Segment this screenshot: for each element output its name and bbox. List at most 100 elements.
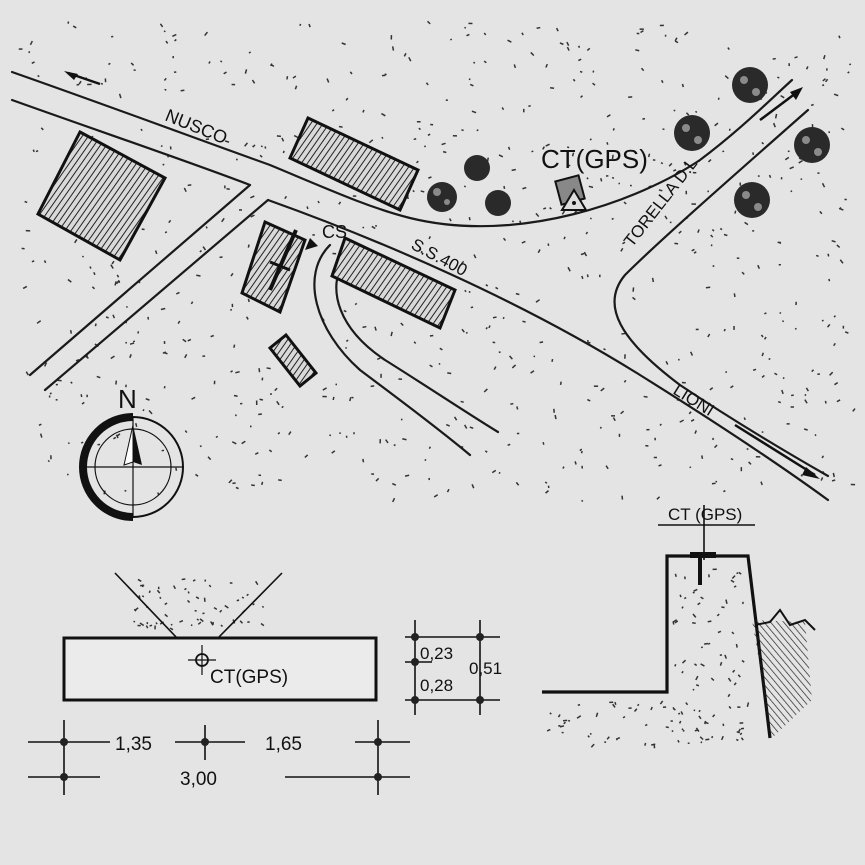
speckle	[351, 396, 354, 399]
speckle	[695, 110, 698, 114]
speckle	[97, 443, 101, 446]
speckle	[603, 348, 606, 351]
speckle	[345, 339, 349, 342]
speckle	[530, 51, 535, 57]
speckle	[329, 434, 332, 437]
speckle	[239, 620, 244, 624]
speckle	[674, 37, 678, 42]
speckle	[252, 603, 255, 606]
speckle	[471, 110, 477, 114]
speckle	[184, 430, 188, 433]
speckle	[418, 248, 422, 251]
speckle	[221, 217, 225, 223]
speckle	[707, 159, 712, 163]
speckle	[761, 431, 764, 433]
speckle	[523, 108, 525, 113]
dim-1-35: 1,35	[115, 734, 152, 755]
speckle	[760, 481, 763, 486]
speckle	[498, 351, 501, 354]
speckle	[545, 143, 550, 147]
speckle	[160, 145, 163, 148]
speckle	[546, 728, 551, 732]
speckle	[695, 328, 699, 331]
speckle	[746, 447, 749, 451]
speckle	[681, 83, 685, 88]
speckle	[187, 591, 190, 594]
speckle	[519, 220, 522, 224]
speckle	[779, 311, 782, 314]
speckle	[665, 726, 669, 729]
speckle	[312, 234, 315, 236]
speckle	[142, 408, 145, 412]
speckle	[113, 436, 117, 440]
speckle	[555, 27, 559, 32]
speckle	[690, 351, 694, 356]
speckle	[723, 328, 726, 332]
speckle	[722, 150, 725, 153]
speckle	[470, 306, 474, 309]
speckle	[202, 246, 207, 251]
speckle	[692, 688, 695, 691]
speckle	[561, 210, 566, 215]
speckle	[692, 171, 697, 174]
speckle	[352, 195, 357, 197]
speckle	[67, 278, 72, 283]
speckle	[464, 26, 467, 29]
speckle	[824, 400, 827, 404]
speckle	[561, 731, 564, 734]
speckle	[72, 25, 77, 29]
speckle	[642, 117, 646, 120]
speckle	[202, 355, 206, 358]
speckle	[673, 169, 677, 172]
speckle	[423, 145, 427, 148]
speckle	[137, 578, 142, 582]
speckle	[139, 622, 145, 627]
speckle	[261, 377, 264, 381]
speckle	[733, 326, 735, 330]
speckle	[772, 57, 776, 60]
speckle	[76, 83, 80, 86]
tree-icon	[734, 182, 770, 218]
speckle	[653, 456, 657, 459]
speckle	[687, 742, 690, 745]
speckle	[828, 131, 830, 134]
speckle	[719, 661, 723, 666]
speckle	[341, 42, 346, 46]
speckle	[230, 308, 232, 311]
speckle	[674, 620, 679, 624]
speckle	[471, 484, 475, 489]
speckle	[184, 353, 188, 359]
speckle	[682, 729, 685, 732]
speckle	[757, 264, 761, 269]
road-southwest-edge-a	[28, 183, 252, 377]
speckle	[586, 47, 591, 52]
speckle	[390, 35, 393, 40]
speckle	[235, 158, 238, 161]
speckle	[695, 727, 700, 732]
speckle	[248, 51, 252, 54]
speckle	[583, 251, 588, 257]
speckle	[589, 732, 592, 735]
speckle	[468, 290, 471, 293]
speckle	[774, 372, 778, 376]
speckle	[180, 89, 185, 92]
speckle	[683, 596, 687, 600]
speckle	[790, 406, 794, 408]
speckle	[834, 382, 839, 386]
speckle	[224, 185, 226, 189]
speckle	[391, 46, 395, 51]
speckle	[737, 674, 741, 678]
north-arrow-icon	[133, 425, 142, 465]
speckle	[215, 435, 219, 439]
speckle	[665, 360, 669, 365]
road-side-edge-b	[335, 256, 500, 434]
speckle	[25, 371, 29, 376]
plan-ct-gps-label: CT(GPS)	[210, 667, 288, 688]
speckle	[652, 159, 656, 161]
speckle	[140, 128, 143, 132]
speckle	[761, 141, 765, 145]
speckle	[721, 606, 725, 609]
speckle	[774, 113, 778, 119]
speckle	[78, 80, 82, 85]
speckle	[741, 271, 745, 275]
